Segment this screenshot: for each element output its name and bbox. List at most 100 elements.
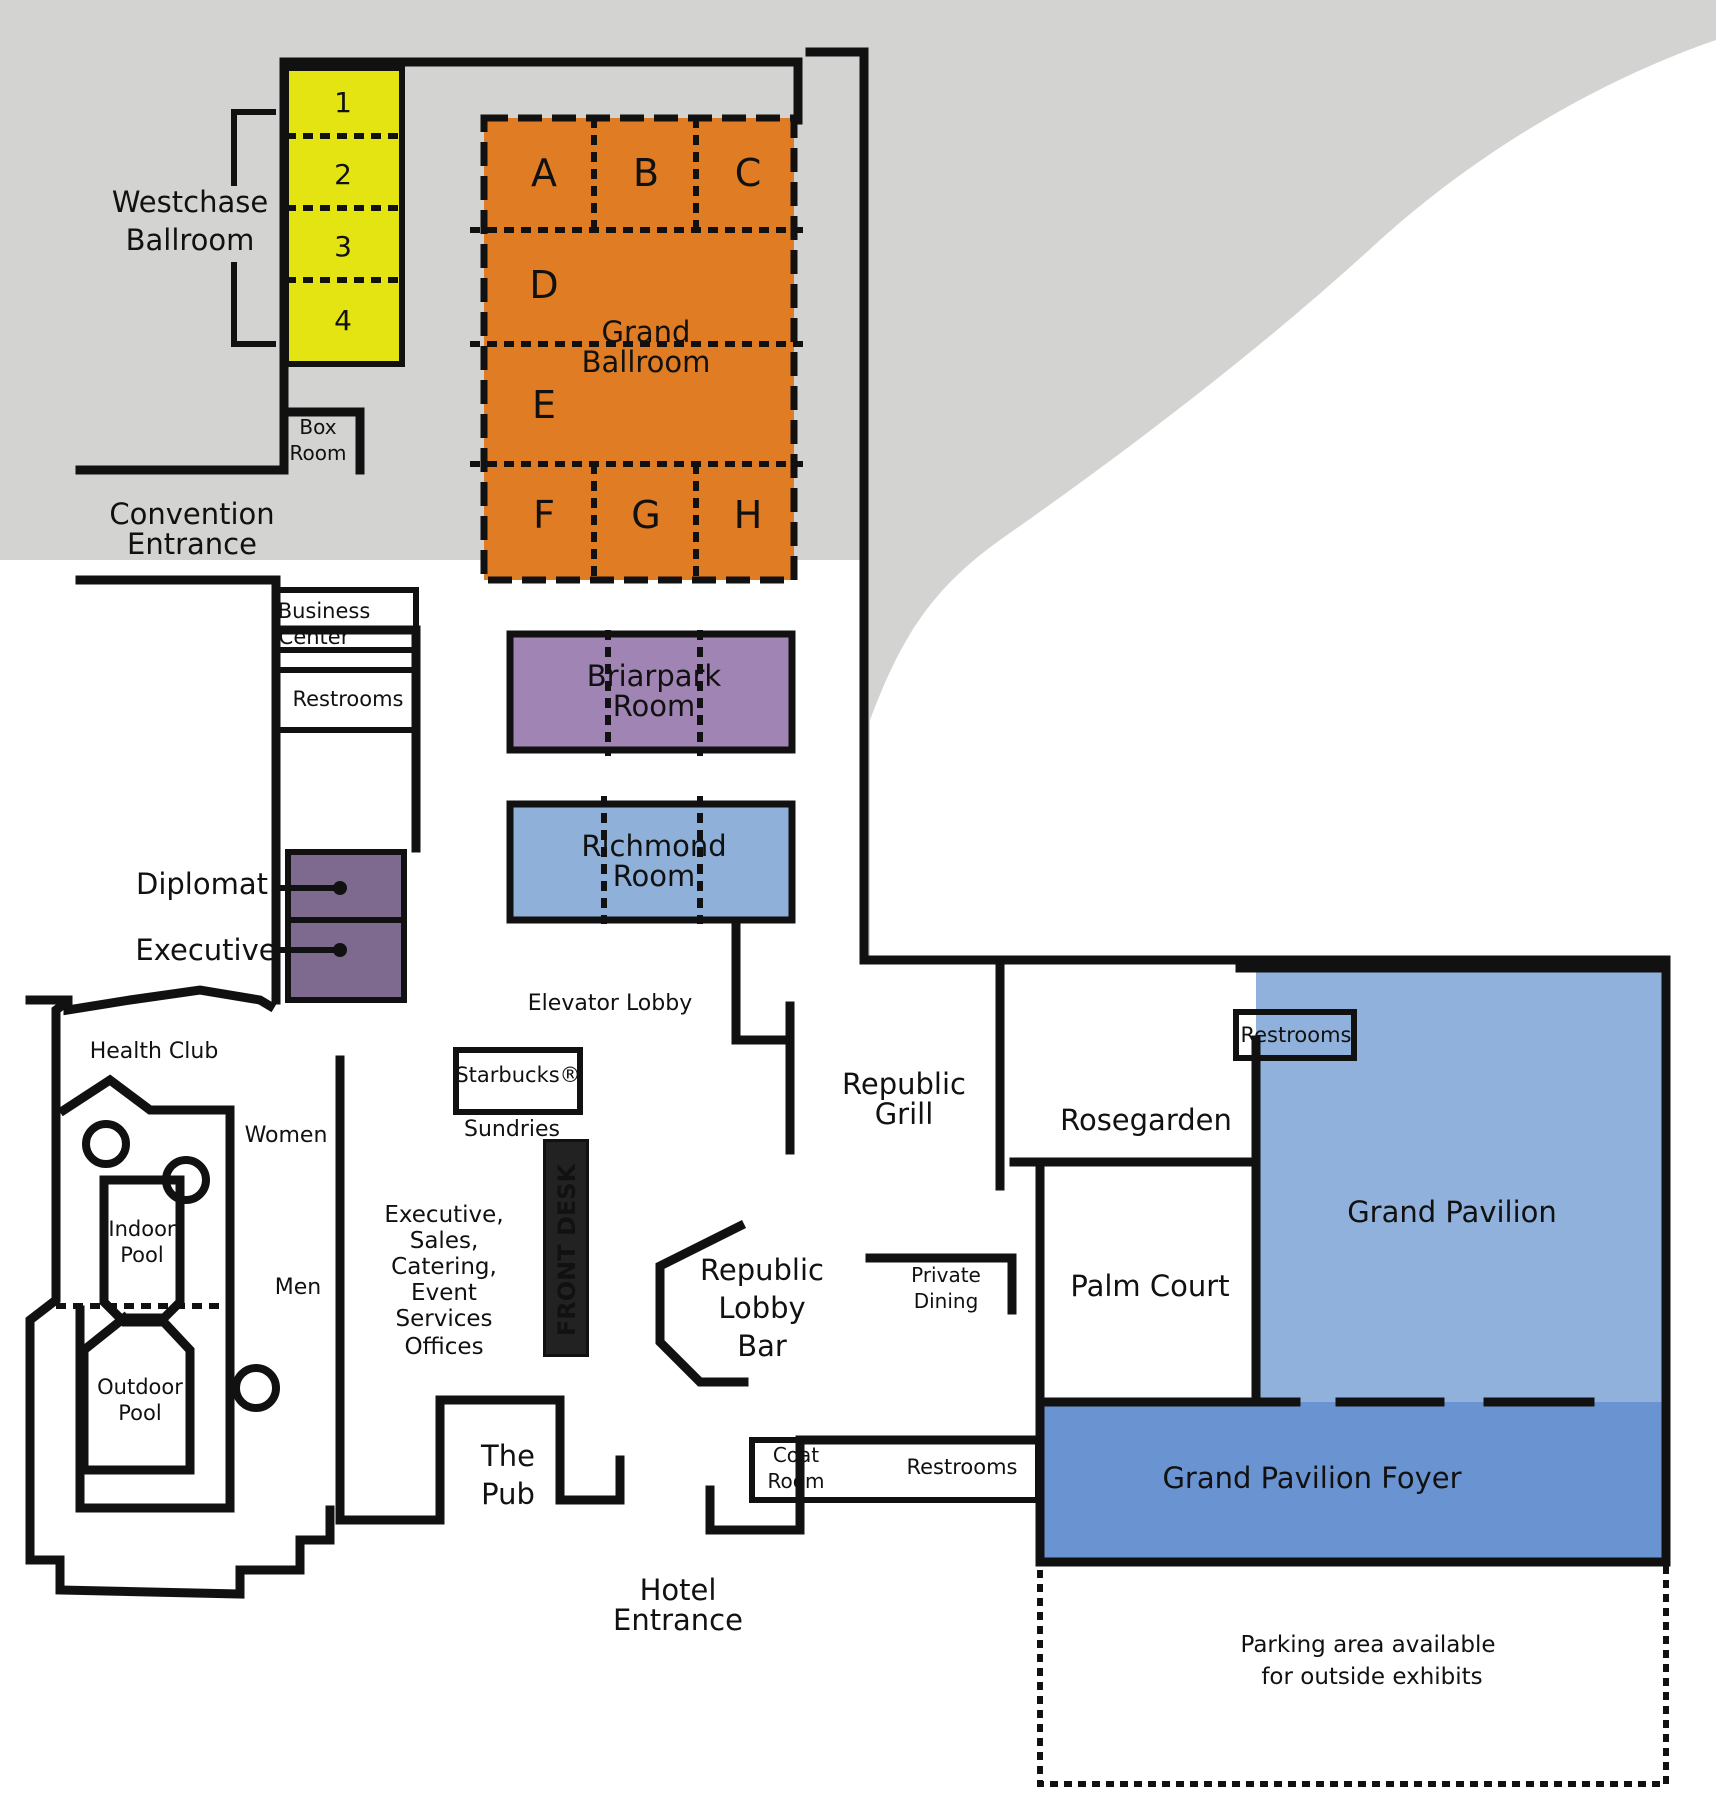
briarpark-room-fill bbox=[506, 630, 796, 754]
health-club-label: Health Club bbox=[90, 1039, 219, 1064]
grand-pavilion[interactable] bbox=[1035, 963, 1671, 1567]
grand-ballroom[interactable] bbox=[470, 114, 808, 584]
restrooms-east-label: Restrooms bbox=[1240, 1023, 1351, 1047]
offices-line6: Offices bbox=[404, 1334, 483, 1360]
westchase-ballroom[interactable] bbox=[283, 65, 405, 367]
grand-pavilion-foyer-fill bbox=[1040, 1402, 1662, 1562]
richmond-line2: Room bbox=[613, 859, 696, 893]
the-pub-line2: Pub bbox=[481, 1477, 535, 1511]
republic-lobby-bar-line2: Lobby bbox=[718, 1291, 805, 1325]
parking-area bbox=[1037, 1559, 1669, 1787]
offices-line4: Event bbox=[411, 1280, 477, 1306]
east-restrooms-box bbox=[1233, 1009, 1357, 1061]
indoor-pool-line1: Indoor bbox=[108, 1217, 176, 1241]
wall-private-dining bbox=[865, 1253, 1017, 1315]
hot-tub-icon-3 bbox=[232, 1364, 280, 1412]
grand-ballroom-title-line1: Grand bbox=[602, 315, 691, 349]
walls bbox=[25, 47, 1671, 1599]
wall-lobby-bar bbox=[655, 1219, 749, 1387]
shade-region-gray bbox=[0, 0, 1716, 960]
wall-richmond-corridor bbox=[731, 919, 795, 1045]
westchase-ballroom-fill bbox=[283, 65, 405, 367]
rosegarden-label: Rosegarden bbox=[1060, 1103, 1232, 1137]
parking-line2: for outside exhibits bbox=[1261, 1664, 1482, 1690]
executive-label: Executive bbox=[135, 933, 276, 967]
briarpark-line2: Room bbox=[613, 689, 696, 723]
business-center-line2: Center bbox=[279, 625, 350, 649]
richmond-line1: Richmond bbox=[581, 829, 726, 863]
wall-convention-south bbox=[75, 575, 281, 1005]
grand-ballroom-fill bbox=[480, 114, 798, 584]
coat-room-line1: Coat bbox=[773, 1443, 819, 1467]
men-label: Men bbox=[275, 1275, 321, 1300]
elevator-lobby-label: Elevator Lobby bbox=[528, 991, 692, 1016]
private-dining-line2: Dining bbox=[914, 1289, 979, 1313]
republic-lobby-bar-line1: Republic bbox=[700, 1253, 824, 1287]
restrooms-west: Restrooms bbox=[292, 687, 403, 711]
grand-ballroom-section-d: D bbox=[529, 263, 558, 307]
diplomat-executive-rooms[interactable] bbox=[276, 849, 407, 1003]
convention-entrance-line1: Convention bbox=[109, 497, 274, 531]
hotel-entrance-line2: Entrance bbox=[613, 1603, 743, 1637]
outdoor-pool-line2: Pool bbox=[118, 1401, 161, 1425]
republic-lobby-bar-line3: Bar bbox=[737, 1329, 787, 1363]
sundries-label: Sundries bbox=[464, 1117, 560, 1142]
restrooms-south-label: Restrooms bbox=[906, 1455, 1017, 1479]
republic-grill-line2: Grill bbox=[875, 1097, 934, 1131]
parking-line1: Parking area available bbox=[1241, 1632, 1496, 1658]
grand-pavilion-foyer-label: Grand Pavilion Foyer bbox=[1162, 1461, 1461, 1495]
offices-line2: Sales, bbox=[410, 1228, 479, 1254]
starbucks-box bbox=[453, 1047, 583, 1115]
wall-offices bbox=[335, 1055, 445, 1525]
women-label: Women bbox=[245, 1123, 328, 1148]
restrooms-west-box bbox=[273, 667, 419, 733]
the-pub-line1: The bbox=[480, 1439, 535, 1473]
box-room-line1: Box bbox=[299, 415, 336, 439]
diplomat-pointer-dot bbox=[333, 881, 347, 895]
hotel-entrance-line1: Hotel bbox=[640, 1573, 717, 1607]
briarpark-line1: Briarpark bbox=[587, 659, 722, 693]
grand-ballroom-section-b: B bbox=[633, 151, 659, 195]
private-dining-line1: Private bbox=[911, 1263, 981, 1287]
grand-ballroom-section-a: A bbox=[531, 151, 557, 195]
grand-pavilion-fill bbox=[1256, 968, 1662, 1402]
executive-room-fill bbox=[285, 917, 407, 1003]
westchase-bracket bbox=[231, 109, 276, 347]
wall-convention-north bbox=[75, 57, 803, 475]
outdoor-pool-line1: Outdoor bbox=[97, 1375, 183, 1399]
wall-pub bbox=[435, 1395, 625, 1505]
executive-pointer-dot bbox=[333, 943, 347, 957]
grand-ballroom-section-f: F bbox=[533, 493, 555, 537]
grand-pavilion-label: Grand Pavilion bbox=[1347, 1195, 1557, 1229]
front-desk bbox=[546, 1142, 586, 1354]
wall-box-room bbox=[279, 407, 365, 475]
south-restrooms-box bbox=[749, 1437, 1041, 1503]
pool-features bbox=[56, 1120, 280, 1475]
business-center-line1: Business bbox=[278, 599, 371, 623]
wall-east-corridor bbox=[805, 47, 1671, 965]
grand-ballroom-section-g: G bbox=[631, 493, 660, 537]
outdoor-pool-outline bbox=[79, 1311, 195, 1475]
westchase-section-2: 2 bbox=[334, 158, 352, 191]
front-desk-label: FRONT DESK bbox=[553, 1162, 581, 1336]
palm-court-label: Palm Court bbox=[1070, 1269, 1229, 1303]
business-center-box bbox=[273, 587, 419, 653]
grand-ballroom-section-c: C bbox=[735, 151, 762, 195]
indoor-pool-line2: Pool bbox=[120, 1243, 163, 1267]
republic-grill-line1: Republic bbox=[842, 1067, 966, 1101]
hot-tub-icon bbox=[82, 1120, 130, 1168]
grand-ballroom-section-h: H bbox=[734, 493, 763, 537]
diplomat-label: Diplomat bbox=[136, 867, 268, 901]
offices-line3: Catering, bbox=[391, 1254, 497, 1280]
box-room-line2: Room bbox=[290, 441, 347, 465]
briarpark-room[interactable] bbox=[506, 630, 796, 756]
convention-entrance-line2: Entrance bbox=[127, 527, 257, 561]
starbucks-label: Starbucks® bbox=[455, 1063, 580, 1087]
westchase-section-1: 1 bbox=[334, 86, 352, 119]
wall-health-club bbox=[25, 985, 277, 1016]
richmond-room[interactable] bbox=[506, 796, 796, 924]
westchase-title-line1: Westchase bbox=[112, 185, 268, 219]
wall-health-club-outer bbox=[25, 997, 335, 1599]
wall-pool-inner bbox=[57, 1074, 235, 1513]
